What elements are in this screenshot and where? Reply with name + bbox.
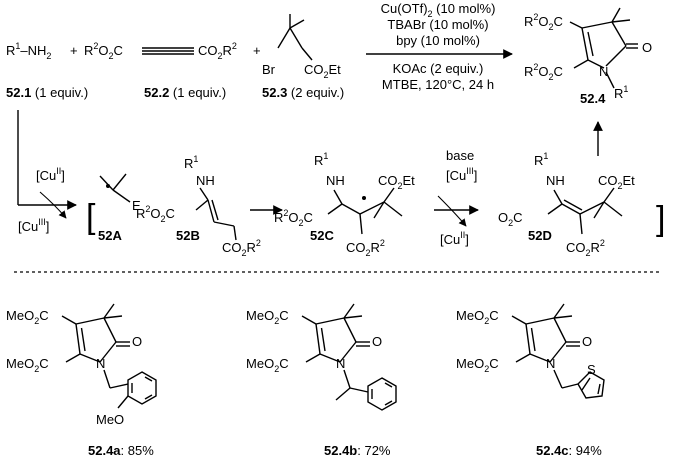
svg-text:52.4a: 85%: 52.4a: 85% [88,443,154,458]
reactant-52-2: R2O2C CO2R2 [84,41,237,61]
plus-sign-2: + [253,43,261,58]
svg-text:R2O2C: R2O2C [84,41,123,61]
svg-text:52A: 52A [98,228,122,243]
reactant-52-1: R1–NH2 [6,41,51,61]
svg-text:O2C: O2C [498,210,523,228]
svg-text:NH: NH [326,173,345,188]
svg-text:MeO2C: MeO2C [456,356,499,374]
svg-text:O: O [372,334,382,349]
svg-text:N: N [546,356,555,371]
base-label: base [446,148,474,163]
svg-text:S: S [587,362,596,377]
svg-text:R1: R1 [614,84,628,101]
svg-text:CO2Et: CO2Et [598,173,635,191]
svg-text:E: E [132,198,141,213]
svg-text:R1–NH2: R1–NH2 [6,41,51,61]
svg-text:CO2R2: CO2R2 [198,41,237,61]
label-52-2: 52.2 (1 equiv.) [144,85,226,100]
cu-curve-arrow-2 [437,195,467,227]
svg-text:52D: 52D [528,228,552,243]
svg-text:Br: Br [262,62,276,77]
label-52-4: 52.4 [580,91,606,106]
svg-text:R1: R1 [534,151,548,168]
svg-text:CO2R2: CO2R2 [222,238,261,258]
plus-sign: + [70,43,78,58]
svg-text:bpy (10 mol%): bpy (10 mol%) [396,33,480,48]
svg-text:MeO: MeO [96,412,124,427]
svg-text:O: O [132,334,142,349]
reactant-52-3: Br CO2Et [262,14,341,80]
svg-text:MeO2C: MeO2C [6,356,49,374]
cu3-label: [CuIII] [18,217,49,234]
label-52-3: 52.3 (2 equiv.) [262,85,344,100]
svg-text:N: N [96,356,105,371]
intermediate-52D: R1 NH O2C CO2Et CO2R2 52D [498,151,635,258]
svg-text:R2O2C: R2O2C [136,204,175,224]
svg-text:CO2R2: CO2R2 [346,238,385,258]
svg-text:NH: NH [546,173,565,188]
svg-text:Cu(OTf)2 (10 mol%): Cu(OTf)2 (10 mol%) [381,1,496,19]
svg-text:R2O2C: R2O2C [524,62,563,82]
example-52-4a: MeO2C MeO2C O N MeO 52.4a: 85% [6,303,157,458]
svg-text:KOAc (2 equiv.): KOAc (2 equiv.) [393,61,484,76]
label-52-1: 52.1 (1 equiv.) [6,85,88,100]
cu2-label-2: [CuII] [440,230,469,247]
svg-text:O: O [642,40,652,55]
svg-text:R1: R1 [184,154,198,171]
svg-text:MeO2C: MeO2C [6,308,49,326]
svg-text:O: O [582,334,592,349]
svg-text:N: N [336,356,345,371]
svg-text:52.4c: 94%: 52.4c: 94% [536,443,602,458]
svg-text:CO2Et: CO2Et [304,62,341,80]
svg-text:MTBE, 120°C, 24 h: MTBE, 120°C, 24 h [382,77,494,92]
cu2-label: [CuII] [36,166,65,183]
svg-text:N: N [599,64,608,79]
svg-text:CO2R2: CO2R2 [566,238,605,258]
svg-text:52C: 52C [310,228,334,243]
cu-curve-arrow [39,191,67,219]
cu3-label-2: [CuIII] [446,166,477,183]
svg-text:52.4b: 72%: 52.4b: 72% [324,443,391,458]
svg-text:R1: R1 [314,151,328,168]
svg-text:R2O2C: R2O2C [274,208,313,228]
svg-text:MeO2C: MeO2C [246,308,289,326]
svg-text:R2O2C: R2O2C [524,12,563,32]
enamine-52B: NH R1 R2O2C CO2R2 52B [136,154,261,258]
svg-text:NH: NH [196,173,215,188]
left-bracket: [ [86,198,96,236]
svg-text:CO2Et: CO2Et [378,173,415,191]
svg-text:MeO2C: MeO2C [456,308,499,326]
product-52-4: O N R2O2C R2O2C R1 52.4 [524,7,652,106]
radical-52C: R1 NH R2O2C CO2Et CO2R2 52C [274,151,415,258]
svg-text:TBABr (10 mol%): TBABr (10 mol%) [387,17,488,32]
example-52-4c: MeO2C MeO2C O N S 52.4c: 94% [456,303,605,458]
reaction-conditions: Cu(OTf)2 (10 mol%) TBABr (10 mol%) bpy (… [366,1,513,92]
svg-text:52B: 52B [176,228,200,243]
example-52-4b: MeO2C MeO2C O N 52.4b: 72% [246,303,397,458]
radical-52A: E 52A [98,173,141,243]
right-bracket: ] [656,200,665,238]
svg-text:MeO2C: MeO2C [246,356,289,374]
